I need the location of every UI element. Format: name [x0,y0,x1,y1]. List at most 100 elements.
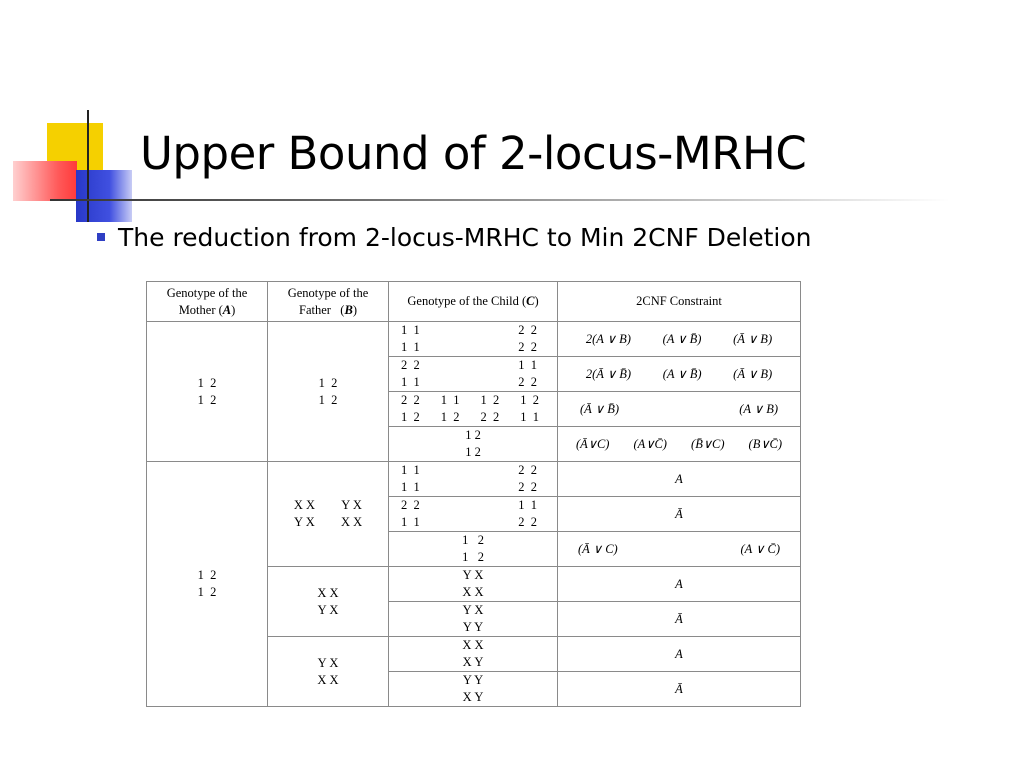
decor-horizontal-line [50,199,950,201]
genotype-line: 2 2 [518,515,537,529]
clause: (Ā∨C) [576,436,610,451]
mother-line: 1 2 [197,585,217,599]
genotype-line: Y X [462,568,484,582]
father-line: 1 2 [318,375,338,390]
genotype-line: 1 1 [401,515,420,529]
genotype-line: 1 1 [520,410,539,424]
constraint-cell: A [557,566,801,602]
genotype-line: 2 2 [518,375,537,389]
clause: (A ∨ B) [739,401,778,416]
clause: (A ∨ C̄) [740,541,780,556]
genotype-line: Y X [317,655,339,670]
genotype-line: X Y [462,690,484,704]
constraint-cell: A [557,461,801,497]
table-row: Y X Y Y Ā [147,601,801,637]
clause: (A ∨ B̄) [662,331,702,346]
genotype-line: X X [462,585,484,599]
genotype-line: 2 2 [401,393,420,407]
genotype-line: 1 2 [480,393,500,407]
genotype-line: 2 2 [401,358,420,372]
genotype-line: Y X [462,603,484,617]
genotype-line: 1 2 [440,410,460,424]
genotype-line: 1 2 [462,533,484,547]
clause: Ā [675,681,683,696]
genotype-line: X Y [462,655,484,669]
genotype-line: X X [341,515,363,529]
clause: A [675,471,683,486]
genotype-line: X X [317,672,339,687]
header-constraint: 2CNF Constraint [557,281,801,322]
decor-vertical-line [87,110,89,222]
genotype-line: 1 1 [401,340,420,354]
child-genotype: Y X Y Y [388,601,558,637]
clause: A [675,576,683,591]
clause: (B̄∨C) [691,436,725,451]
constraint-cell: 2(A ∨ B)(A ∨ B̄)(Ā ∨ B) [557,321,801,357]
decor-red-square [13,161,77,201]
genotype-line: Y X [341,498,362,512]
father-genotype: X X Y X [267,566,389,637]
constraint-cell: (Ā ∨ C)(A ∨ C̄) [557,531,801,567]
father-right: Y X X X [341,497,362,531]
clause: Ā [675,611,683,626]
mother-line: 1 2 [197,568,217,582]
genotype-line: Y Y [462,620,484,634]
constraint-cell: Ā [557,601,801,637]
genotype-line: 1 2 [465,428,481,442]
genotype-line: 1 1 [401,323,420,337]
clause: (Ā ∨ B) [733,366,773,381]
clause: (A∨C̄) [633,436,667,451]
genotype-line: Y X [317,602,339,617]
mother-line: 1 2 [197,392,217,407]
mother-line: 1 2 [197,375,217,390]
constraint-cell: Ā [557,496,801,532]
genotype-line: 2 2 [518,323,537,337]
genotype-line: 1 1 [401,375,420,389]
genotype-line: 1 2 [462,550,484,564]
constraint-cell: (Ā∨C) (A∨C̄) (B̄∨C) (B∨C̄) [557,426,801,462]
child-genotype: X X X Y [388,636,558,672]
genotype-line: X X [317,585,339,600]
father-genotype: Y X X X [267,636,389,707]
child-genotype: 1 1 1 1 2 2 2 2 [388,321,558,357]
bullet-item: The reduction from 2-locus-MRHC to Min 2… [97,222,812,254]
clause: (A ∨ B̄) [662,366,702,381]
genotype-line: 1 1 [401,463,420,477]
genotype-line: X X [462,638,484,652]
genotype-line: 2 2 [480,410,500,424]
genotype-line: 2 2 [401,498,420,512]
genotype-line: 1 1 [518,358,537,372]
father-line: 1 2 [318,392,338,407]
clause: A [675,646,683,661]
clause: (B∨C̄) [748,436,782,451]
constraint-cell: Ā [557,671,801,707]
genotype-line: 2 2 [518,340,537,354]
table-row: Y X X X X X X Y A [147,636,801,707]
genotype-line: Y X [294,515,315,529]
